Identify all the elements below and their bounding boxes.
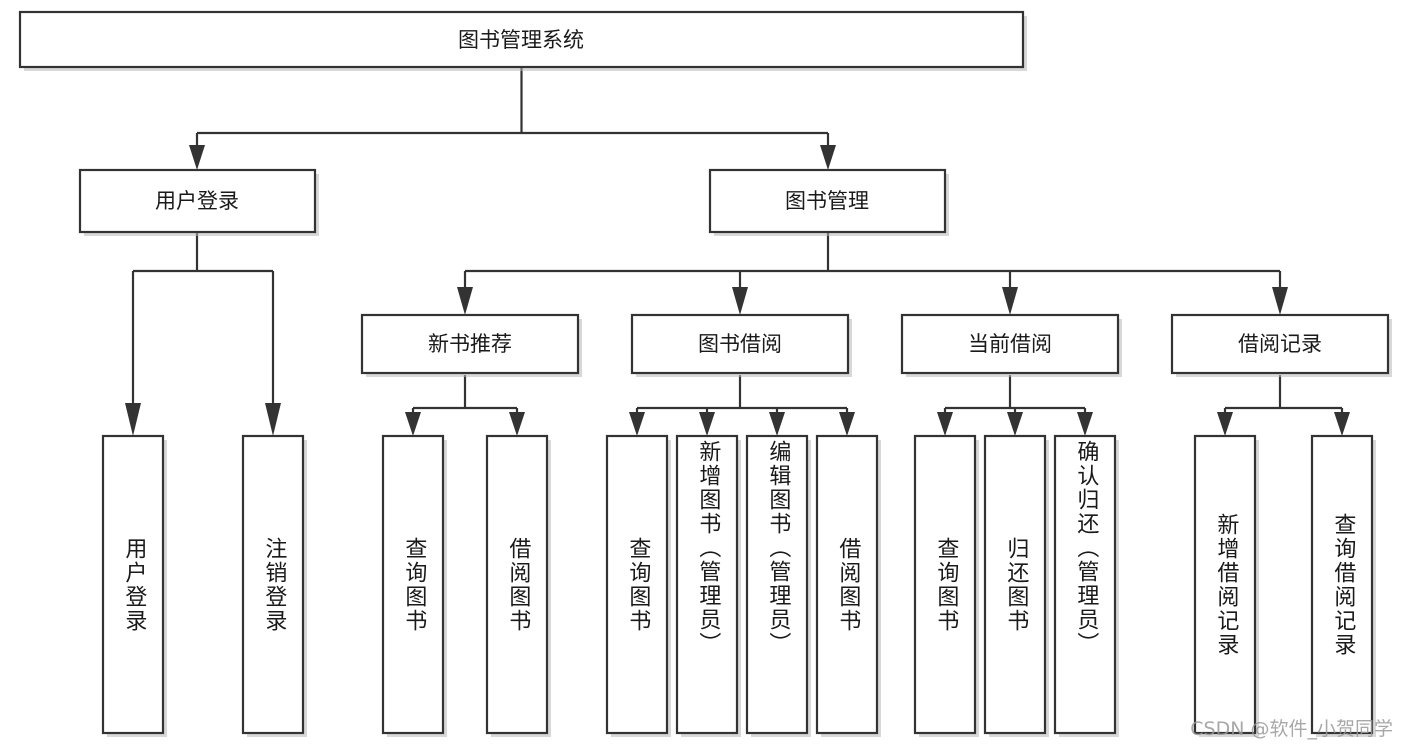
- arrowhead-borrowrecord-leaf-2: [1334, 412, 1350, 436]
- new-book-node-label: 新书推荐: [428, 332, 512, 356]
- arrowhead-bookborrow-leaf-3: [769, 412, 785, 436]
- arrowhead-currentborrow-leaf-3: [1077, 412, 1093, 436]
- current-borrow-node-box[interactable]: [900, 313, 1120, 375]
- arrowhead-bookborrow-leaf-4: [839, 412, 855, 436]
- leaf-cb-return-box[interactable]: [983, 434, 1047, 735]
- arrowhead-leaf-user-login: [125, 403, 141, 436]
- user-login-node-label: 用户登录: [155, 189, 239, 213]
- borrow-record-node-box[interactable]: [1170, 313, 1390, 375]
- new-book-node-box[interactable]: [360, 313, 580, 375]
- arrowhead-current-borrow: [1002, 287, 1018, 315]
- borrow-record-node-label: 借阅记录: [1238, 332, 1322, 356]
- root-node-box[interactable]: [18, 10, 1025, 69]
- arrowhead-bookborrow-leaf-1: [629, 412, 645, 436]
- arrowhead-book-mgmt: [820, 145, 836, 170]
- user-login-node-box[interactable]: [78, 168, 317, 234]
- leaf-bb-add-box[interactable]: [675, 434, 739, 735]
- leaf-logout-box[interactable]: [241, 434, 305, 735]
- arrowhead-borrowrecord-leaf-1: [1217, 412, 1233, 436]
- labels-layer: 图书管理系统 用户登录 图书管理 新书推荐 图书借阅 当前借阅 借阅记录: [155, 28, 1322, 356]
- arrowhead-currentborrow-leaf-2: [1007, 412, 1023, 436]
- arrowhead-newbook-leaf-2: [509, 412, 525, 436]
- arrowhead-borrow-record: [1272, 287, 1288, 315]
- leaf-bb-edit-box[interactable]: [745, 434, 809, 735]
- leaf-newbook-borrow-box[interactable]: [485, 434, 549, 735]
- leaf-cb-query-box[interactable]: [913, 434, 977, 735]
- arrowhead-book-borrow: [732, 287, 748, 315]
- arrowhead-bookborrow-leaf-2: [699, 412, 715, 436]
- book-mgmt-node-box[interactable]: [708, 168, 947, 234]
- edges-layer: [125, 67, 1350, 436]
- current-borrow-node-label: 当前借阅: [968, 332, 1052, 356]
- leaf-bb-query-box[interactable]: [605, 434, 669, 735]
- arrowhead-currentborrow-leaf-1: [937, 412, 953, 436]
- book-borrow-node-box[interactable]: [630, 313, 850, 375]
- arrowhead-user-login: [189, 145, 205, 170]
- arrowhead-new-book: [457, 287, 473, 315]
- leaf-br-add-box[interactable]: [1193, 434, 1257, 735]
- nodes-layer: [18, 10, 1392, 737]
- book-mgmt-node-label: 图书管理: [785, 189, 869, 213]
- leaf-newbook-query-box[interactable]: [381, 434, 445, 735]
- root-node-label: 图书管理系统: [458, 28, 584, 52]
- leaf-user-login-box[interactable]: [101, 434, 165, 735]
- book-borrow-node-label: 图书借阅: [698, 332, 782, 356]
- arrowhead-newbook-leaf-1: [405, 412, 421, 436]
- leaf-br-query-box[interactable]: [1310, 434, 1374, 735]
- leaf-cb-confirm-box[interactable]: [1053, 434, 1117, 735]
- arrowhead-leaf-logout: [265, 403, 281, 436]
- leaf-bb-borrow-box[interactable]: [815, 434, 879, 735]
